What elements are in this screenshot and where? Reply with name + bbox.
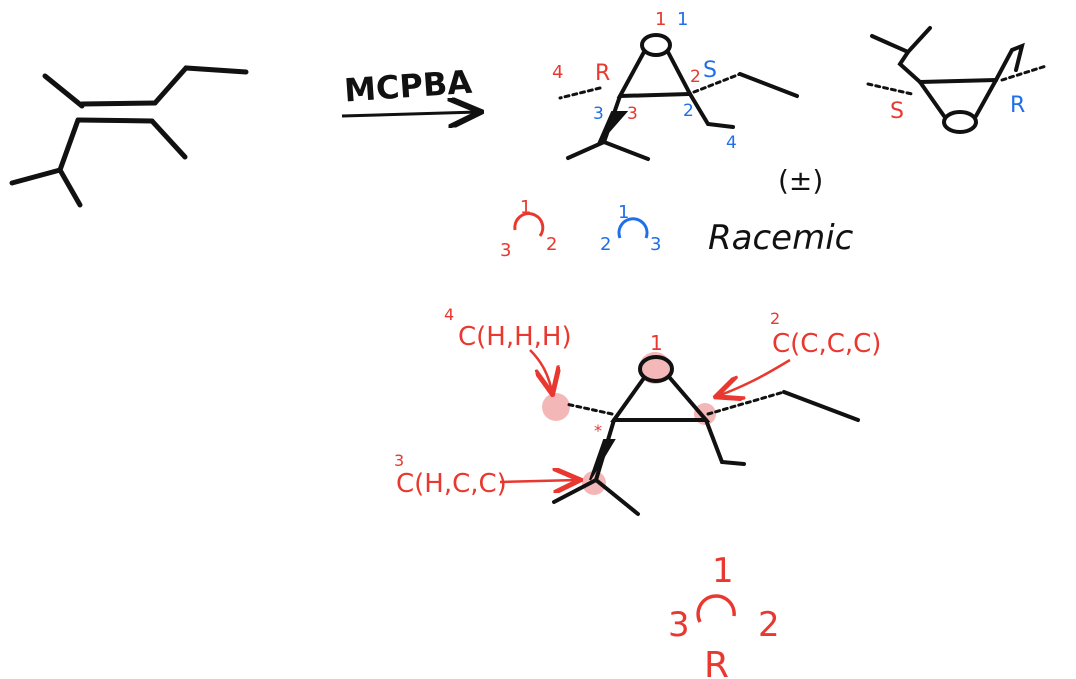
svg-text:3: 3 — [668, 605, 690, 645]
bottom-stereocenter-mark: * — [594, 421, 602, 440]
svg-text:1: 1 — [712, 551, 734, 591]
bottom-o-priority: 1 — [650, 331, 663, 355]
epoxide-a-left-ring-blue: 3 — [593, 104, 604, 124]
epoxide-b-right-config: R — [1010, 93, 1025, 118]
label-3-text: C(H,C,C) — [396, 469, 507, 499]
epoxide-a-o-priority-red: 1 — [655, 9, 666, 30]
epoxide-a-right-priority-red: 2 — [690, 67, 701, 87]
svg-text:1: 1 — [618, 202, 629, 223]
svg-text:2: 2 — [600, 234, 611, 255]
epoxide-a-left-substituent-priority: 4 — [552, 62, 563, 83]
label-4-sup: 4 — [444, 305, 454, 324]
label-3-group: 3 C(H,C,C) — [394, 451, 578, 499]
svg-text:3: 3 — [650, 234, 661, 255]
epoxide-a-right-config: S — [703, 58, 717, 83]
epoxide-a-right-ring-blue: 2 — [683, 101, 694, 121]
svg-text:1: 1 — [520, 197, 531, 218]
bottom-result-config: R — [704, 645, 729, 679]
svg-text:3: 3 — [500, 240, 511, 261]
bottom-rotation: 1 3 2 — [668, 551, 780, 645]
epoxide-a-left-config: R — [595, 61, 610, 86]
racemic-symbol: (±) — [778, 164, 823, 197]
epoxide-a-left-ring-red: 3 — [627, 104, 638, 124]
bottom-epoxide — [552, 355, 860, 516]
epoxide-b — [866, 26, 1048, 134]
label-2-group: 2 C(C,C,C) — [718, 309, 881, 396]
bottom-highlights — [542, 352, 716, 495]
epoxide-b-left-config: S — [890, 99, 904, 124]
svg-text:2: 2 — [546, 234, 557, 255]
label-3-sup: 3 — [394, 451, 404, 470]
epoxide-a — [558, 33, 799, 161]
starting-alkene — [9, 65, 249, 208]
label-2-sup: 2 — [770, 309, 780, 328]
svg-text:2: 2 — [758, 605, 780, 645]
label-4-text: C(H,H,H) — [458, 322, 572, 352]
racemic-word: Racemic — [708, 218, 854, 258]
rotation-red: 1 3 2 — [500, 197, 557, 261]
reagent-label: MCPBA — [343, 63, 474, 110]
epoxide-a-methyl-priority: 4 — [726, 133, 737, 153]
label-2-text: C(C,C,C) — [772, 329, 881, 359]
epoxide-a-o-priority-blue: 1 — [677, 9, 688, 30]
label-4-group: 4 C(H,H,H) — [444, 305, 572, 392]
reaction-arrow: MCPBA — [341, 63, 478, 116]
rotation-blue: 1 2 3 — [600, 202, 661, 255]
